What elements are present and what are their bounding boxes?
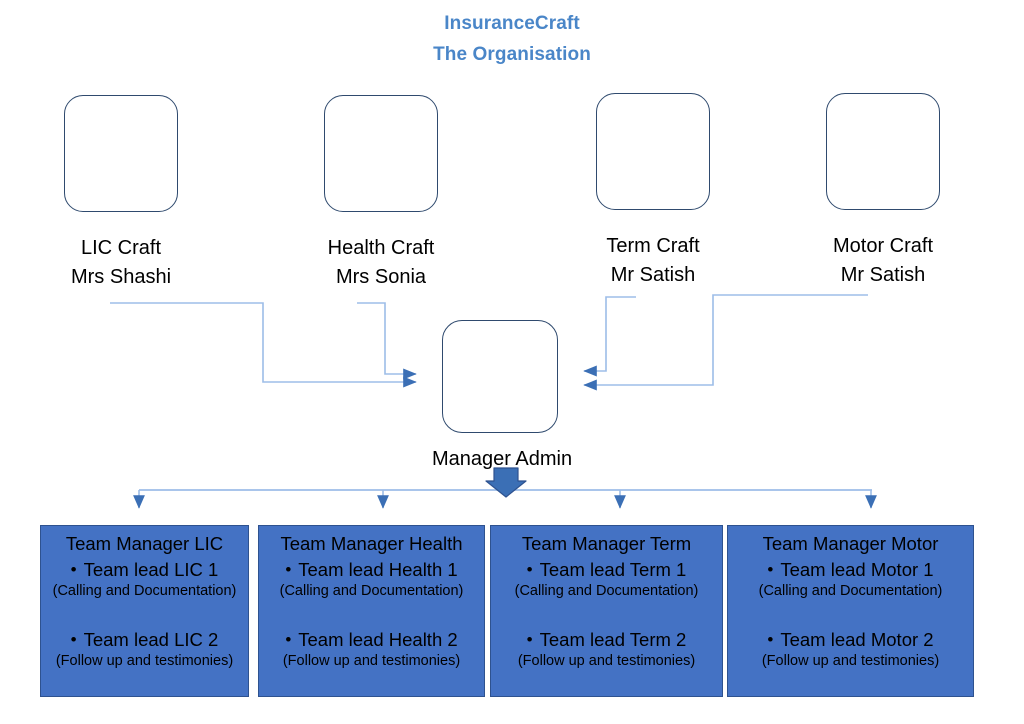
craft-label-health: Health Craft	[327, 237, 435, 259]
team-lead-role: (Calling and Documentation)	[514, 583, 699, 599]
craft-owner-health: Mrs Sonia	[335, 266, 427, 288]
team-lead-item: • Team lead Term 1	[495, 557, 718, 582]
team-lead-role: (Follow up and testimonies)	[517, 653, 696, 669]
craft-owner-motor: Mr Satish	[840, 264, 926, 286]
title-line-1: InsuranceCraft	[444, 13, 580, 34]
team-lead-item: • Team lead Health 1	[263, 557, 480, 582]
team-lead-name: Team lead Motor 1	[780, 559, 934, 580]
team-lead-item: • Team lead Health 2	[263, 627, 480, 652]
team-lead-role: (Follow up and testimonies)	[761, 653, 940, 669]
craft-box-term[interactable]	[596, 93, 710, 210]
craft-owner-term: Mr Satish	[610, 264, 696, 286]
team-lead-item: • Team lead Motor 1	[732, 557, 969, 582]
team-lead-role: (Calling and Documentation)	[279, 583, 464, 599]
team-lead-name: Team lead Term 2	[539, 629, 687, 650]
craft-box-lic[interactable]	[64, 95, 178, 212]
bullet-icon: •	[526, 560, 533, 579]
manager-admin-node[interactable]: Manager Admin	[432, 320, 573, 471]
team-title-motor: Team Manager Motor	[762, 533, 939, 554]
team-lead-name: Team lead Motor 2	[780, 629, 934, 650]
bullet-icon: •	[767, 560, 774, 579]
craft-label-lic: LIC Craft	[80, 237, 162, 259]
connector-term-to-admin	[583, 296, 636, 377]
chart-title: InsuranceCraft The Organisation	[0, 8, 1024, 70]
craft-node-term[interactable]: Term Craft Mr Satish	[578, 93, 728, 290]
connector-health-to-admin	[357, 302, 417, 380]
team-lead-name: Team lead LIC 1	[83, 559, 219, 580]
team-lead-name: Team lead Health 2	[298, 629, 458, 650]
team-title-health: Team Manager Health	[280, 533, 463, 554]
team-title-term: Team Manager Term	[521, 533, 692, 554]
bullet-icon: •	[285, 630, 292, 649]
bullet-icon: •	[767, 630, 774, 649]
team-lead-item: • Team lead LIC 1	[45, 557, 244, 582]
craft-owner-lic: Mrs Shashi	[70, 266, 172, 288]
team-box-motor[interactable]: Team Manager Motor • Team lead Motor 1 (…	[727, 525, 974, 697]
title-line-2: The Organisation	[433, 44, 591, 65]
connector-motor-to-admin	[583, 294, 868, 391]
bullet-icon: •	[285, 560, 292, 579]
team-lead-role: (Calling and Documentation)	[758, 583, 943, 599]
craft-node-health[interactable]: Health Craft Mrs Sonia	[306, 95, 456, 292]
team-lead-name: Team lead Health 1	[298, 559, 458, 580]
team-lead-name: Team lead Term 1	[539, 559, 687, 580]
team-box-health[interactable]: Team Manager Health • Team lead Health 1…	[258, 525, 485, 697]
manager-admin-box[interactable]	[442, 320, 558, 433]
bullet-icon: •	[70, 560, 77, 579]
team-lead-role: (Follow up and testimonies)	[55, 653, 234, 669]
craft-node-lic[interactable]: LIC Craft Mrs Shashi	[46, 95, 196, 292]
team-lead-item: • Team lead LIC 2	[45, 627, 244, 652]
craft-label-term: Term Craft	[606, 235, 700, 257]
team-lead-item: • Team lead Term 2	[495, 627, 718, 652]
craft-box-motor[interactable]	[826, 93, 940, 210]
team-title-lic: Team Manager LIC	[65, 533, 224, 554]
bullet-icon: •	[70, 630, 77, 649]
craft-box-health[interactable]	[324, 95, 438, 212]
connector-lic-to-admin	[110, 302, 417, 388]
team-lead-role: (Calling and Documentation)	[52, 583, 237, 599]
team-lead-role: (Follow up and testimonies)	[282, 653, 461, 669]
manager-admin-label: Manager Admin	[432, 448, 573, 470]
team-lead-name: Team lead LIC 2	[83, 629, 219, 650]
craft-node-motor[interactable]: Motor Craft Mr Satish	[808, 93, 958, 290]
craft-label-motor: Motor Craft	[832, 235, 934, 257]
bullet-icon: •	[526, 630, 533, 649]
team-lead-item: • Team lead Motor 2	[732, 627, 969, 652]
team-box-lic[interactable]: Team Manager LIC • Team lead LIC 1 (Call…	[40, 525, 249, 697]
admin-block-down-arrow	[485, 467, 527, 498]
team-box-term[interactable]: Team Manager Term • Team lead Term 1 (Ca…	[490, 525, 723, 697]
